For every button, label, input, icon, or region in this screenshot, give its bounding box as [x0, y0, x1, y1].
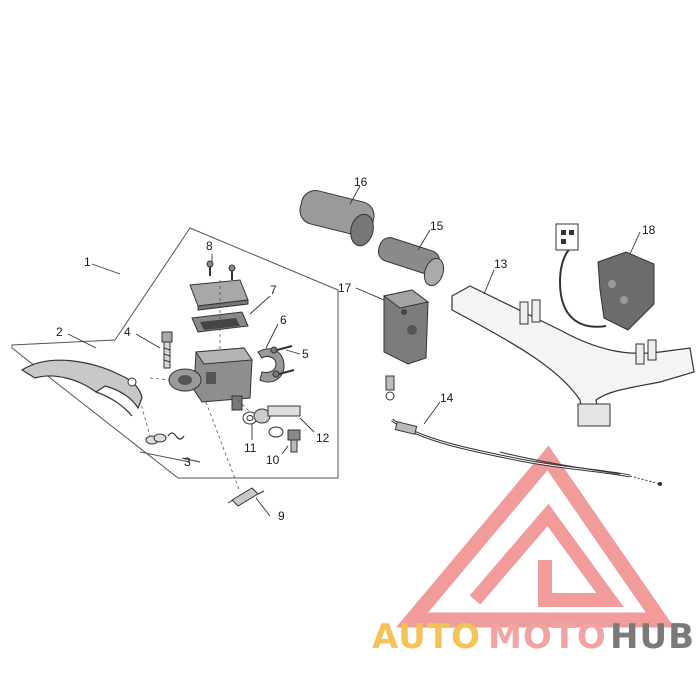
part-17-throttle-housing [382, 289, 430, 365]
part-16-grip [299, 190, 375, 247]
watermark-logo [395, 445, 675, 628]
watermark-word-moto: MOTO [488, 617, 607, 657]
part-2-brake-lever [20, 359, 143, 417]
callout-14: 14 [440, 391, 454, 405]
callout-12: 12 [316, 431, 330, 445]
part-9-brake-switch [227, 487, 265, 507]
part-12-banjo-fitting [253, 405, 301, 438]
callout-3: 3 [184, 455, 191, 469]
callout-15: 15 [430, 219, 444, 233]
part-4-bolt [161, 331, 173, 369]
part-3-spring-set [139, 432, 191, 463]
callout-11: 11 [244, 441, 257, 455]
assembly-1-boundary [11, 227, 339, 479]
callout-6: 6 [280, 313, 287, 327]
leader-lines [67, 185, 641, 517]
callout-9: 9 [278, 509, 285, 523]
callout-1: 1 [84, 255, 91, 269]
part-5-clamp-bolts [270, 345, 295, 378]
watermark-wordmark: AUTO MOTO HUB [372, 617, 695, 657]
part-13-handlebar [451, 285, 695, 427]
watermark-word-auto: AUTO [372, 617, 481, 657]
callout-13: 13 [494, 257, 508, 271]
part-7-reservoir-cap [189, 279, 249, 333]
callout-numbers: 1 2 3 4 5 6 7 8 9 10 11 12 13 14 15 16 1… [56, 175, 656, 523]
callout-10: 10 [266, 453, 280, 467]
callout-5: 5 [302, 347, 309, 361]
exploded-view-guides [139, 280, 251, 493]
part-10-banjo-bolt [287, 429, 301, 453]
callout-8: 8 [206, 239, 213, 253]
part-8-cap-screws [206, 260, 236, 280]
part-14-throttle-cable [385, 375, 662, 486]
watermark-word-hub: HUB [610, 617, 695, 657]
part-6-clamp [257, 348, 285, 383]
callout-7: 7 [270, 283, 277, 297]
callout-4: 4 [124, 325, 131, 339]
callout-17: 17 [338, 281, 352, 295]
master-cylinder-body [168, 347, 253, 411]
part-15-throttle-grip [377, 237, 445, 287]
part-18-switch-housing [555, 223, 655, 331]
callout-18: 18 [642, 223, 656, 237]
callout-16: 16 [354, 175, 368, 189]
callout-2: 2 [56, 325, 63, 339]
